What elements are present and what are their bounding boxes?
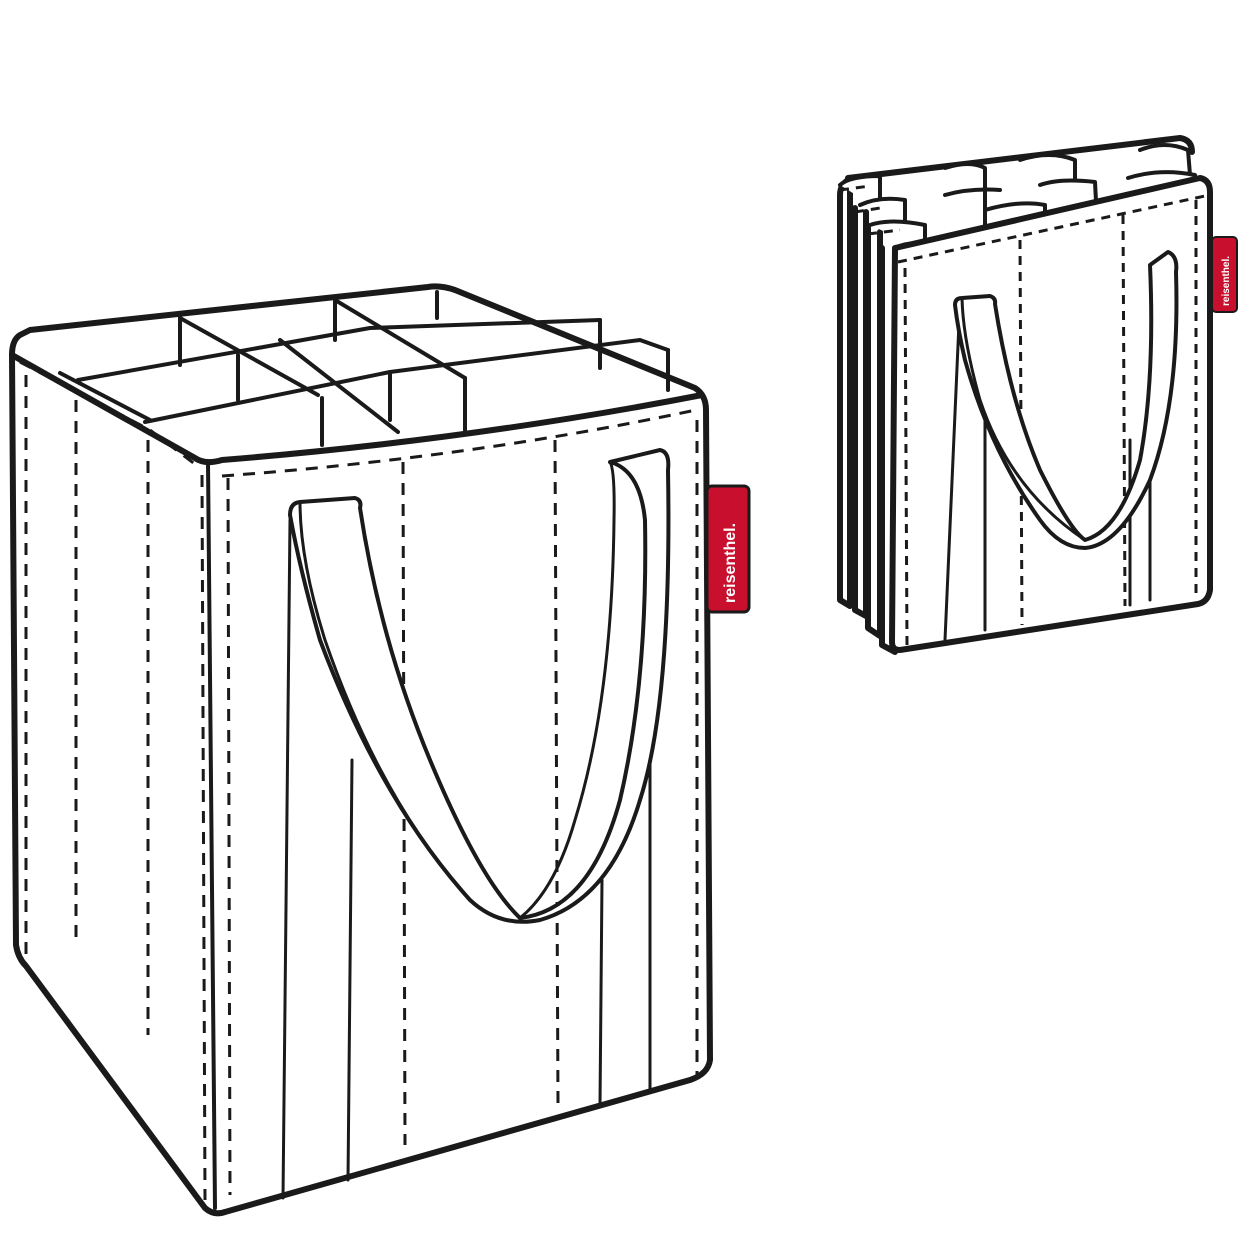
panel-lines [281,518,652,1200]
folded-bag-brand-text: reisenthel. [1221,256,1232,306]
folded-bag: reisenthel. [837,135,1238,655]
open-bag-corner [206,460,217,1210]
folded-bag-handle [953,250,1179,550]
folded-bag-brand-tag: reisenthel. [1211,236,1238,313]
open-bag-brand-text: reisenthel. [722,523,739,603]
open-bag-brand-tag: reisenthel. [705,484,751,614]
rim-stitching [19,360,697,478]
open-bag-handle-fold [298,500,472,902]
folded-bag-handle-fold [960,296,1087,542]
open-bag: reisenthel. [9,283,751,1217]
open-bag-outline [9,283,713,1217]
compartment-grid [58,290,670,447]
open-bag-handle-fold-right [518,460,616,920]
